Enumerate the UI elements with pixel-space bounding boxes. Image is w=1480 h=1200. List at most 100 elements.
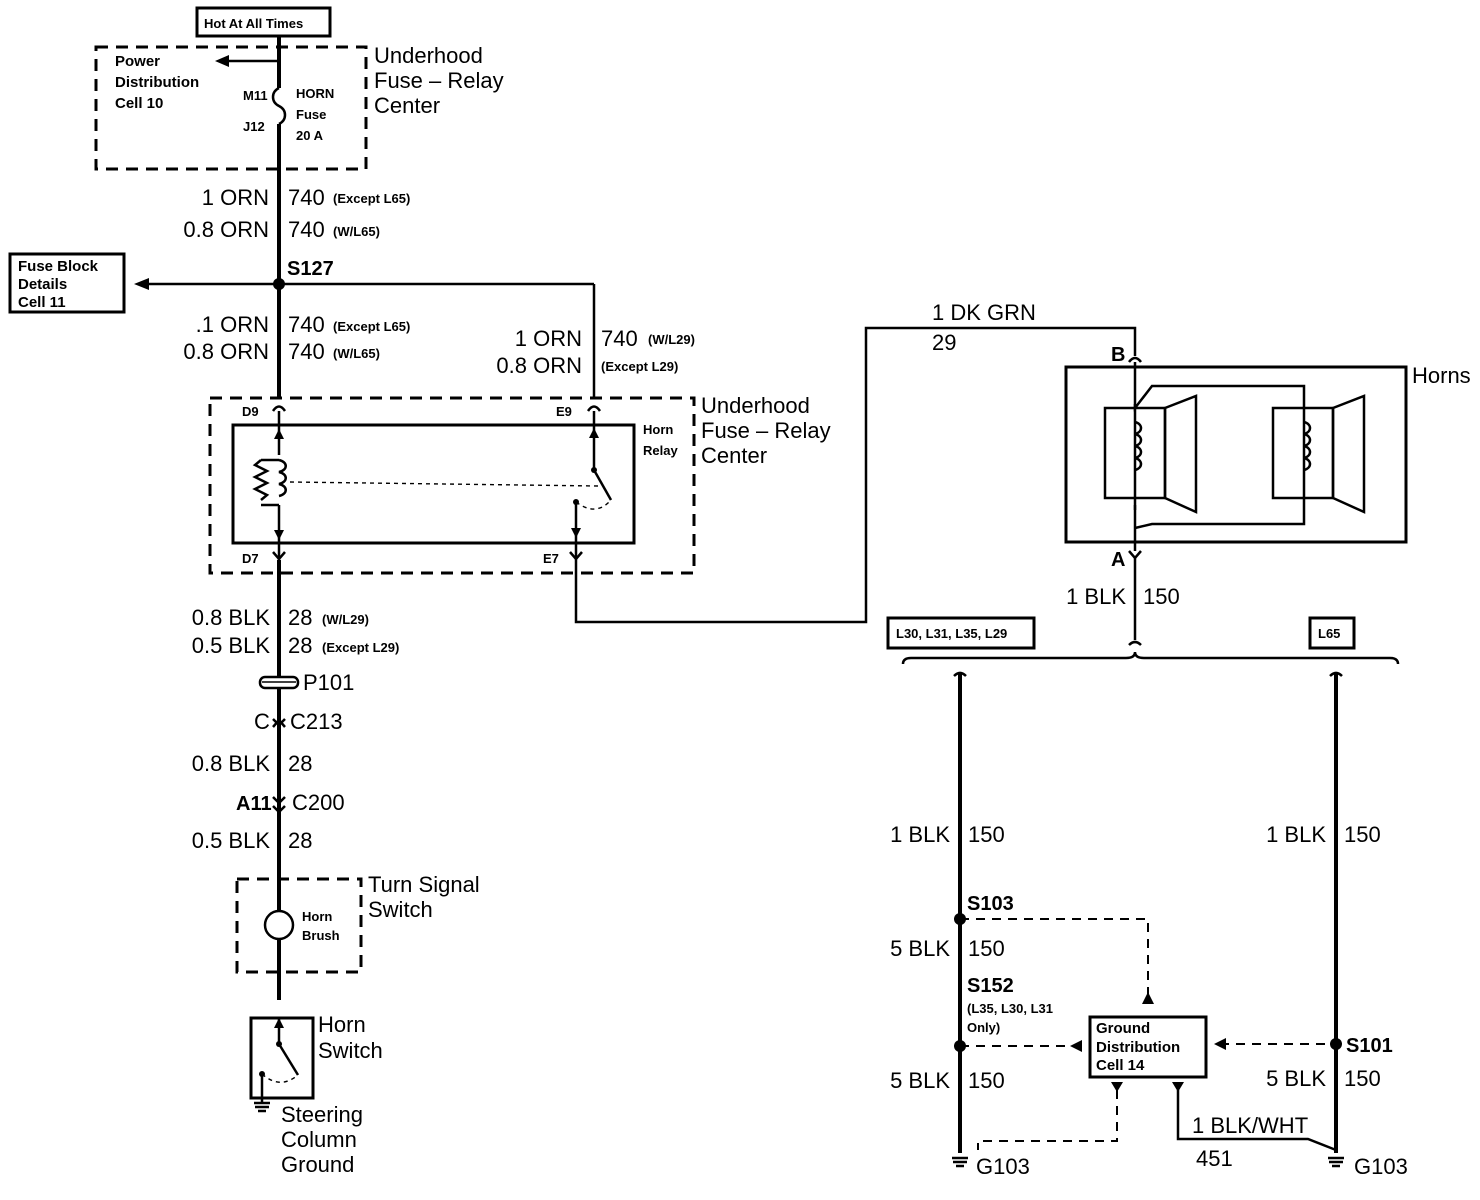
j12-pin-label: J12 — [243, 119, 265, 134]
horn-switch-label-1: Horn — [318, 1012, 366, 1037]
s103-dashed-arrow — [1142, 992, 1154, 1004]
wire-4-circuit: 740 — [288, 339, 325, 364]
fuse-block-box — [8, 252, 126, 314]
horns-label: Horns — [1412, 363, 1471, 388]
left-branch-break — [953, 671, 967, 677]
wire-10-circuit: 28 — [288, 828, 312, 853]
g103-right-label: G103 — [1354, 1154, 1408, 1179]
terminal-b-connector — [1128, 356, 1142, 363]
wire-29-circuit: 29 — [932, 330, 956, 355]
s101-dashed-arrow — [1214, 1038, 1226, 1050]
underhood-mid-label-3: Center — [701, 443, 767, 468]
c200-connector — [272, 796, 286, 814]
wire-4-note: (W/L65) — [333, 346, 380, 361]
horn-switch-label-2: Switch — [318, 1038, 383, 1063]
horn-fuse-label-2: Fuse — [296, 107, 326, 122]
ground-distribution-label-1: Ground — [1096, 1020, 1150, 1037]
underhood-top-label-2: Fuse – Relay — [374, 68, 504, 93]
fuse-block-arrowhead — [134, 278, 149, 290]
horn-switch-arc — [261, 1073, 299, 1083]
horn-fuse-label-3: 20 A — [296, 128, 324, 143]
c213-connector — [272, 718, 286, 728]
left-wire-size: 1 BLK — [890, 822, 950, 847]
s152-note-1: (L35, L30, L31 — [967, 1001, 1053, 1016]
wire-9-circuit: 28 — [288, 751, 312, 776]
wire-2-note: (W/L65) — [333, 224, 380, 239]
terminal-b-label: B — [1111, 344, 1125, 366]
wire-5-size: 1 ORN — [515, 326, 582, 351]
d9-pin-label: D9 — [242, 404, 259, 419]
horn-switch-blade — [277, 1043, 300, 1076]
horns-box — [1064, 365, 1408, 544]
wire-150-circuit: 150 — [1143, 584, 1180, 609]
horn-brush-symbol — [263, 909, 295, 941]
left-5blk-b-size: 5 BLK — [890, 1068, 950, 1093]
horn-internal-bottom-bus — [1134, 510, 1306, 530]
steering-ground-label-2: Column — [281, 1127, 357, 1152]
c-pin-label: C — [254, 709, 270, 734]
e7-pin-label: E7 — [543, 551, 559, 566]
steering-ground-label-1: Steering — [281, 1102, 363, 1127]
underhood-top-label-3: Center — [374, 93, 440, 118]
right-wire-size: 1 BLK — [1266, 822, 1326, 847]
relay-switch-blade — [592, 469, 613, 501]
wire-4-size: 0.8 ORN — [183, 339, 269, 364]
wire-9-size: 0.8 BLK — [192, 751, 271, 776]
wire-7-note: (W/L29) — [322, 612, 369, 627]
horn-1-coil — [1134, 420, 1143, 472]
s101-label: S101 — [1346, 1035, 1393, 1057]
d7-pin-label: D7 — [242, 551, 259, 566]
relay-resistor-symbol — [252, 459, 270, 501]
m11-pin-label: M11 — [243, 88, 268, 103]
horn-2-coil — [1303, 420, 1312, 472]
relay-coil-arrow-bottom — [274, 530, 284, 540]
horn-switch-box — [249, 1016, 315, 1100]
option-brace — [901, 651, 1400, 665]
wire-6-note: (Except L29) — [601, 359, 678, 374]
c200-label: C200 — [292, 790, 345, 815]
right-wire-circuit: 150 — [1344, 822, 1381, 847]
g103-left-dashed-link — [977, 1090, 1118, 1150]
underhood-top-label-1: Underhood — [374, 43, 483, 68]
underhood-mid-label-2: Fuse – Relay — [701, 418, 831, 443]
relay-coil-arrow-top — [274, 429, 284, 439]
option-right-box — [1308, 616, 1356, 650]
wire-7-circuit: 28 — [288, 605, 312, 630]
wire-29-dk-grn — [574, 326, 1137, 624]
wire-1-circuit: 740 — [288, 185, 325, 210]
wire-3-note: (Except L65) — [333, 319, 410, 334]
left-5blk-b-circuit: 150 — [968, 1068, 1005, 1093]
horn-brush-label-1: Horn — [302, 909, 332, 924]
wire-451-size: 1 BLK/WHT — [1192, 1113, 1308, 1138]
power-distribution-label-3: Cell 10 — [115, 95, 163, 112]
wire-2-size: 0.8 ORN — [183, 217, 269, 242]
steering-ground-label-3: Ground — [281, 1152, 354, 1177]
wire-150-break — [1128, 640, 1142, 646]
wire-1-note: (Except L65) — [333, 191, 410, 206]
underhood-relay-dashed-box — [208, 396, 696, 575]
wire-5-circuit: 740 — [601, 326, 638, 351]
horn-2-bell — [1331, 394, 1366, 514]
s152-dashed-arrow — [1070, 1040, 1082, 1052]
c213-label: C213 — [290, 709, 343, 734]
horn-fuse-symbol — [271, 86, 287, 126]
wire-5-note: (W/L29) — [648, 332, 695, 347]
left-5blk-size: 5 BLK — [890, 936, 950, 961]
power-distribution-label-1: Power — [115, 53, 160, 70]
wire-7-size: 0.8 BLK — [192, 605, 271, 630]
s152-note-2: Only) — [967, 1020, 1000, 1035]
relay-coil-symbol — [278, 458, 287, 498]
right-5blk-circuit: 150 — [1344, 1066, 1381, 1091]
wire-6-size: 0.8 ORN — [496, 353, 582, 378]
horn-fuse-label-1: HORN — [296, 86, 334, 101]
option-left-label: L30, L31, L35, L29 — [896, 626, 1007, 641]
g103-left-dashed-arrow — [1111, 1082, 1123, 1092]
e9-pin-label: E9 — [556, 404, 572, 419]
wire-150-size: 1 BLK — [1066, 584, 1126, 609]
hot-at-all-times-box — [195, 6, 332, 38]
turn-signal-dashed-box — [235, 877, 363, 974]
d9-connector — [271, 405, 287, 412]
fuse-block-label-1: Fuse Block — [18, 258, 99, 275]
wire-1-size: 1 ORN — [202, 185, 269, 210]
